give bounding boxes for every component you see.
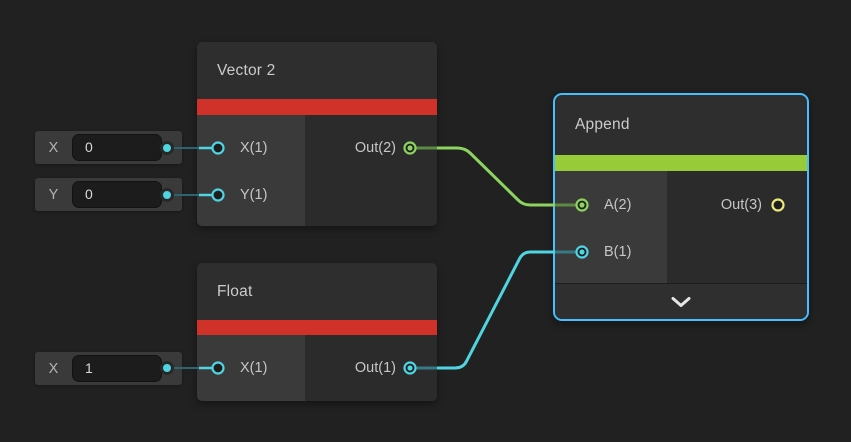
node-float-accent-bar bbox=[197, 320, 437, 335]
node-vector2[interactable]: Vector 2 bbox=[197, 42, 437, 226]
node-float-input-section bbox=[197, 335, 305, 401]
node-append-input-section bbox=[555, 171, 667, 283]
node-float-title: Float bbox=[217, 282, 253, 300]
vector2-x-widget: X 0 bbox=[35, 131, 182, 164]
vector2-x-widget-label: X bbox=[48, 139, 59, 156]
node-append-output-section bbox=[667, 171, 807, 283]
node-float-output-section bbox=[305, 335, 437, 401]
float-x-widget-label: X bbox=[48, 360, 59, 377]
node-append-collapse-button[interactable] bbox=[555, 283, 807, 319]
chevron-down-icon bbox=[671, 296, 691, 307]
float-x-value-field[interactable]: 1 bbox=[72, 355, 162, 382]
float-x-widget: X 1 bbox=[35, 352, 182, 385]
node-float[interactable]: Float bbox=[197, 263, 437, 401]
vector2-y-value-field[interactable]: 0 bbox=[72, 181, 162, 208]
vector2-y-widget-label: Y bbox=[48, 186, 59, 203]
node-append-title: Append bbox=[575, 116, 630, 133]
vector2-y-widget: Y 0 bbox=[35, 178, 182, 211]
vector2-x-value-field[interactable]: 0 bbox=[72, 134, 162, 161]
node-append-accent-bar bbox=[555, 155, 807, 171]
node-vector2-input-section bbox=[197, 115, 305, 226]
node-vector2-title: Vector 2 bbox=[217, 61, 276, 79]
node-vector2-accent-bar bbox=[197, 99, 437, 115]
node-append[interactable]: Append bbox=[553, 93, 809, 321]
node-vector2-output-section bbox=[305, 115, 437, 226]
